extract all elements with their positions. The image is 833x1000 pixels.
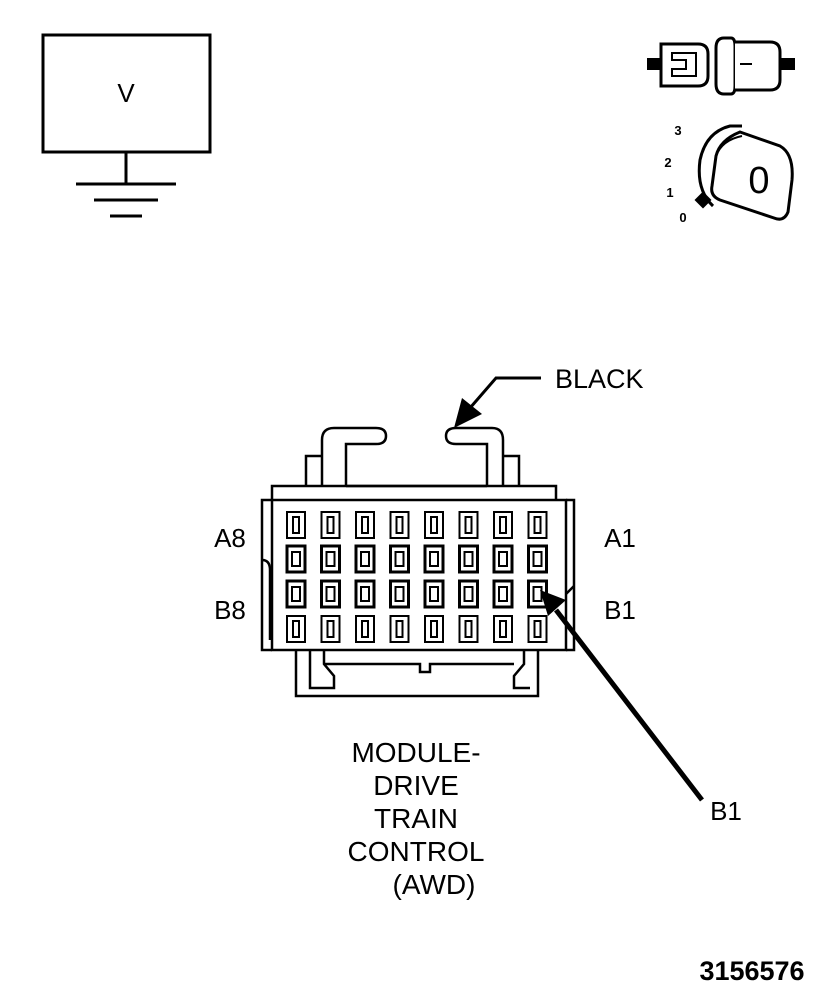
pin-cavity [493,615,513,643]
module-title-line-2: DRIVE [373,770,459,801]
pin-cavity [423,579,445,609]
ignition-position-2: 2 [664,155,671,170]
row-b-right-label: B1 [604,595,636,625]
pin-cavity [285,544,307,574]
pin-callout-arrow [540,590,704,802]
pin-cavities [285,511,548,643]
pin-cavity [389,544,410,574]
pin-cavity [389,511,410,539]
pin-cavity [320,615,341,643]
pin-cavity [458,511,479,539]
pin-cavity [355,615,375,643]
module-title-line-1: MODULE- [351,737,480,768]
pin-cavity [527,511,548,539]
pin-cavity [424,615,444,643]
pin-cavity [527,579,548,609]
pin-cavity [320,544,341,574]
pin-cavity [458,544,479,574]
figure-number: 3156576 [699,956,804,986]
connector-color-label: BLACK [555,364,644,394]
pin-cavity [320,511,341,539]
connector-disconnect-icon [647,36,795,96]
pin-cavity [286,511,306,539]
pin-cavity [492,579,514,609]
connector-body [260,426,576,698]
pin-cavity [527,544,548,574]
module-title-line-5: (AWD) [393,869,476,900]
pin-cavity [285,579,307,609]
ignition-key-label: 0 [748,160,769,202]
ignition-key-icon [694,124,794,221]
pin-cavity [355,511,375,539]
ignition-position-1: 1 [666,185,673,200]
ignition-position-3: 3 [674,123,681,138]
voltmeter-ground-icon [41,33,212,218]
voltmeter-label: V [117,78,135,108]
pin-cavity [389,579,410,609]
row-a-right-label: A1 [604,523,636,553]
pin-cavity [458,615,479,643]
pin-cavity [354,579,376,609]
row-b-left-label: B8 [214,595,246,625]
row-a-left-label: A8 [214,523,246,553]
ignition-position-0: 0 [679,210,686,225]
pin-cavity [493,511,513,539]
pin-callout-label: B1 [710,796,742,826]
pin-cavity [354,544,376,574]
pin-cavity [389,615,410,643]
pin-cavity [527,615,548,643]
module-title-line-3: TRAIN [374,803,458,834]
pin-cavity [424,511,444,539]
pin-cavity [286,615,306,643]
pin-cavity [458,579,479,609]
color-leader-arrow [454,376,541,428]
module-title-line-4: CONTROL [348,836,485,867]
pin-cavity [492,544,514,574]
pin-cavity [423,544,445,574]
pin-cavity [320,579,341,609]
